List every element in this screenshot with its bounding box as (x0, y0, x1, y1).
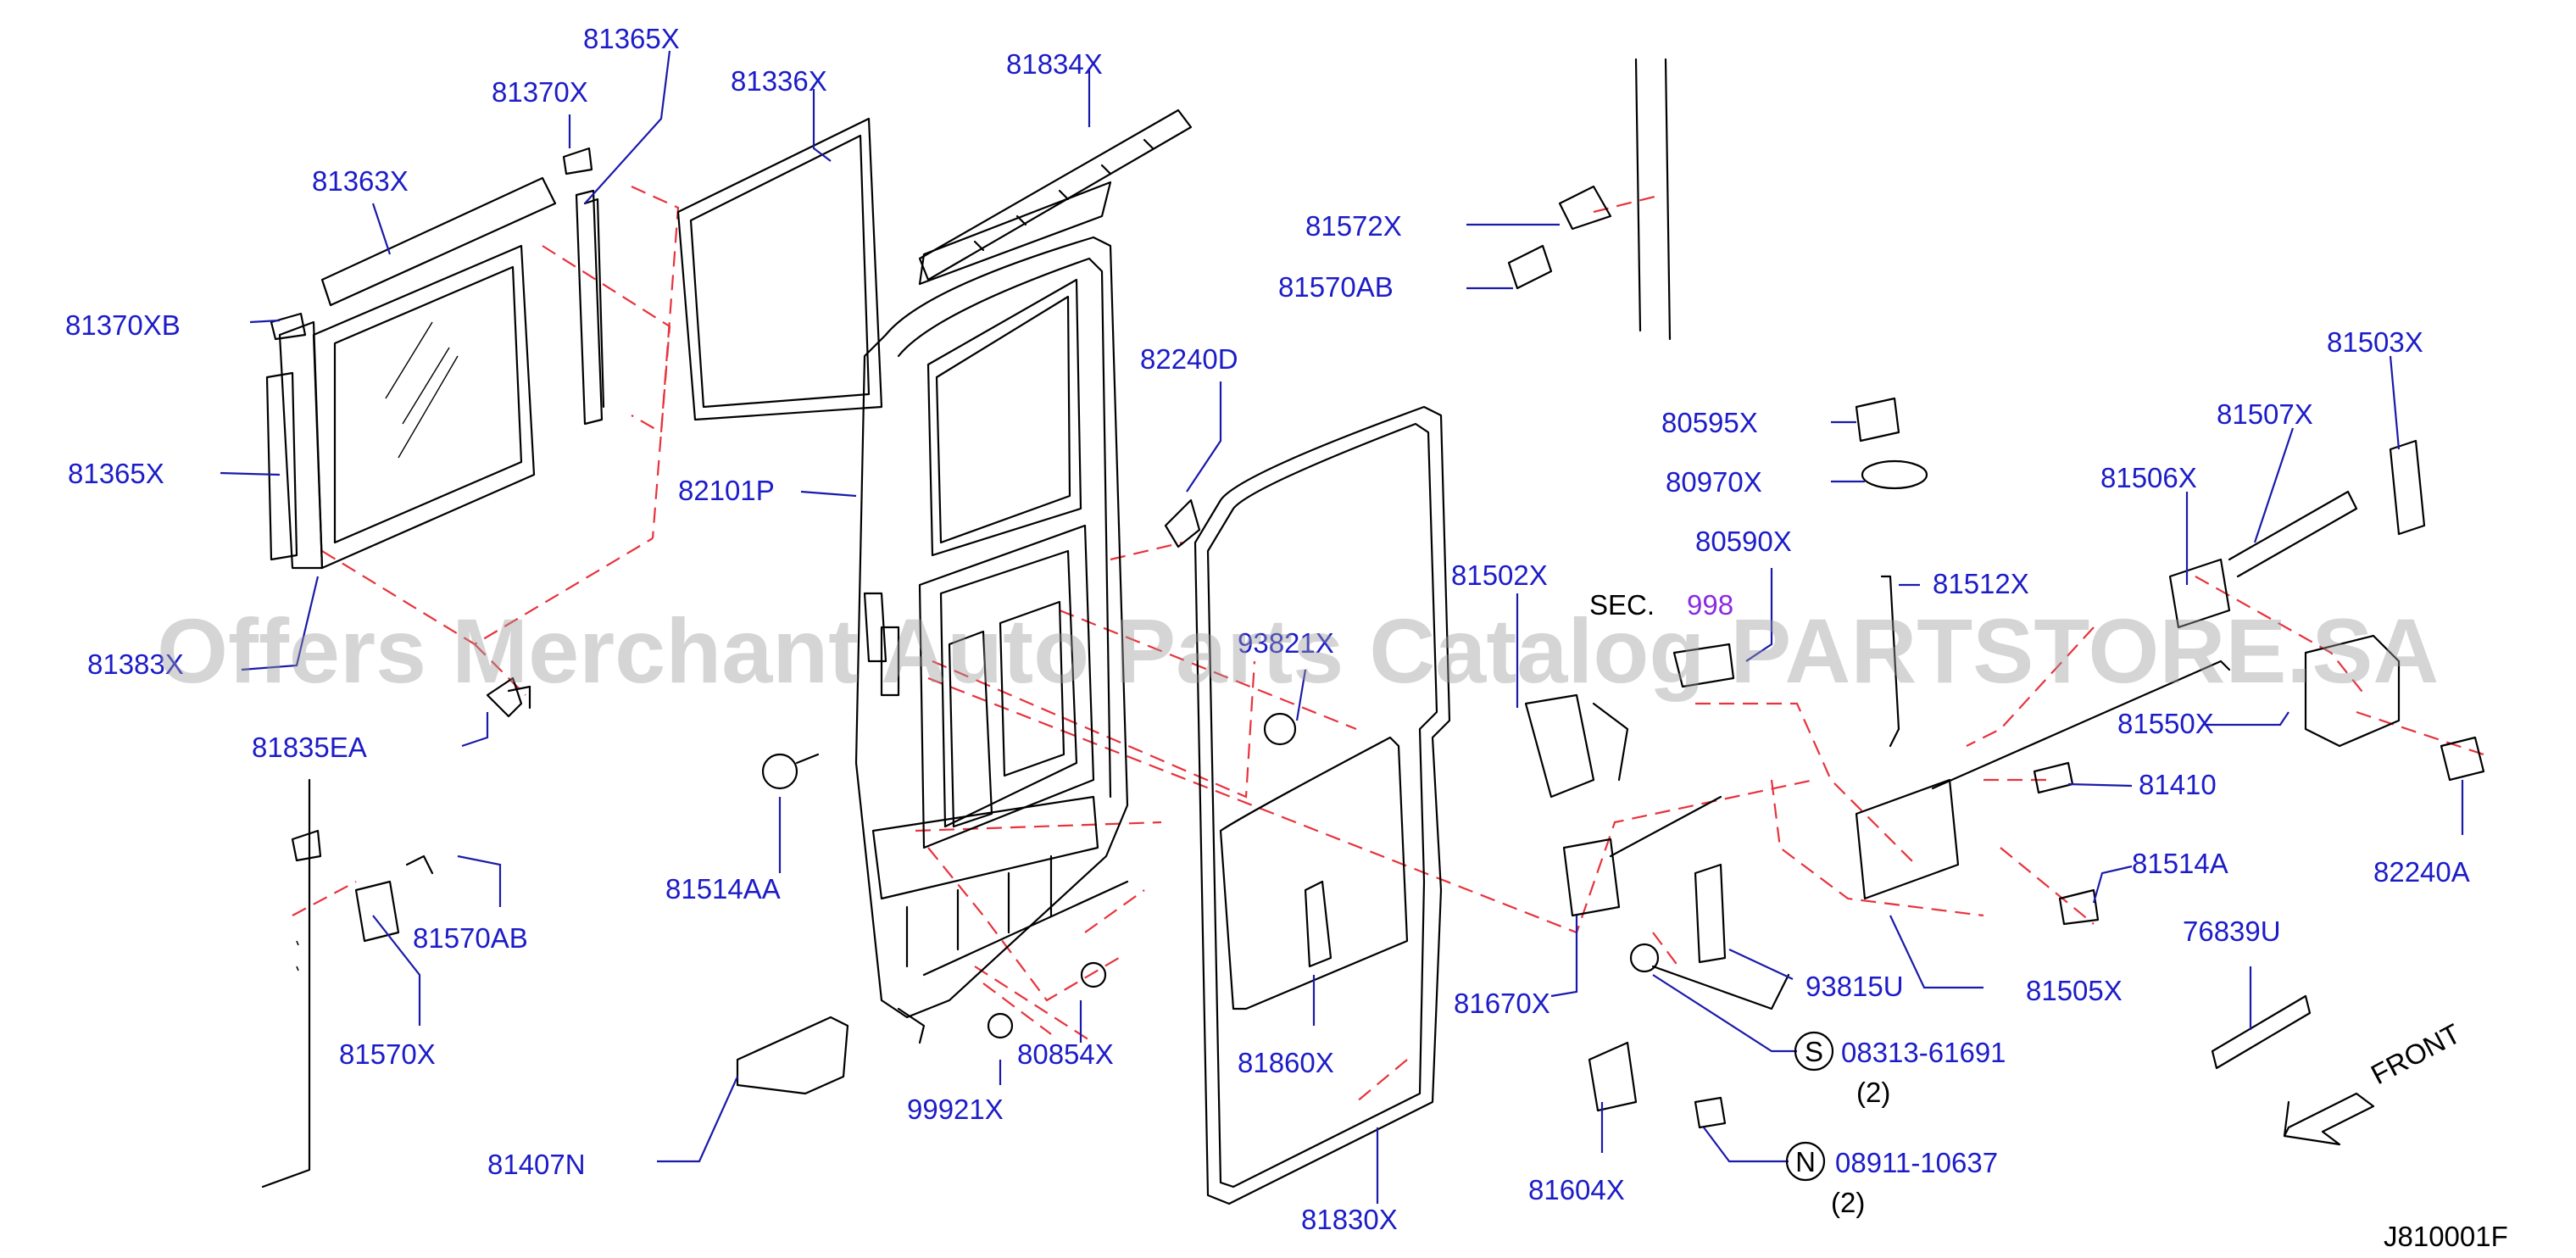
label-81370XB[interactable]: 81370XB (65, 309, 181, 341)
leader-lines (220, 50, 2464, 1204)
left-pillar (261, 778, 311, 1188)
label-81834X[interactable]: 81834X (1006, 48, 1103, 80)
hinge-striker-group (2168, 439, 2485, 1070)
front-label: FRONT (2366, 1017, 2466, 1090)
section-number-link[interactable]: 998 (1687, 589, 1733, 621)
label-81570AB-right[interactable]: 81570AB (1278, 271, 1394, 303)
label-81383X[interactable]: 81383X (87, 648, 184, 680)
label-82101P[interactable]: 82101P (678, 475, 775, 506)
part-81835EA-shape (486, 676, 531, 718)
label-81670X[interactable]: 81670X (1454, 988, 1550, 1019)
label-81835EA[interactable]: 81835EA (252, 732, 367, 763)
right-pillar (1507, 58, 1672, 341)
label-81514A[interactable]: 81514A (2132, 848, 2228, 879)
watermark: Offers Merchant Auto Parts Catalog PARTS… (157, 599, 2439, 702)
fastener-n-circle (1785, 1141, 1826, 1182)
label-81572X[interactable]: 81572X (1305, 210, 1402, 242)
label-93815U[interactable]: 93815U (1805, 971, 1904, 1002)
label-81365X-top[interactable]: 81365X (583, 23, 680, 54)
label-81514AA[interactable]: 81514AA (665, 873, 781, 905)
small-fasteners (291, 498, 1201, 1095)
label-81505X[interactable]: 81505X (2026, 975, 2123, 1006)
label-08911-10637[interactable]: 08911-10637 (1835, 1147, 1998, 1178)
weatherstrip (1193, 405, 1451, 1205)
label-81570AB-left[interactable]: 81570AB (413, 922, 528, 954)
lock-mechanism (1524, 397, 2231, 1129)
label-81830X[interactable]: 81830X (1301, 1204, 1398, 1235)
label-80595X[interactable]: 80595X (1661, 407, 1758, 438)
label-81370X[interactable]: 81370X (492, 76, 588, 108)
section-prefix: SEC. (1589, 589, 1655, 621)
part-labels: 81365X 81370X 81336X 81834X 81363X 81370… (65, 23, 2508, 1252)
label-81512X[interactable]: 81512X (1933, 568, 2029, 599)
qty-08313-61691: (2) (1856, 1077, 1890, 1108)
upper-rail (918, 109, 1193, 281)
label-81336X[interactable]: 81336X (731, 65, 827, 97)
qty-08911-10637: (2) (1831, 1187, 1865, 1218)
trim-board (1219, 712, 1409, 1010)
diagram-id: J810001F (2384, 1221, 2508, 1252)
label-81503X[interactable]: 81503X (2327, 326, 2423, 358)
door-inner-panel (854, 181, 1129, 1044)
label-76839U[interactable]: 76839U (2183, 916, 2281, 947)
label-81570X[interactable]: 81570X (339, 1038, 436, 1070)
label-81550X[interactable]: 81550X (2117, 708, 2214, 739)
label-80970X[interactable]: 80970X (1666, 466, 1762, 498)
label-81604X[interactable]: 81604X (1528, 1174, 1625, 1205)
label-81407N[interactable]: 81407N (487, 1149, 586, 1180)
label-08313-61691[interactable]: 08313-61691 (1841, 1037, 2006, 1068)
fastener-codes: S N (1785, 1031, 1834, 1182)
label-81506X[interactable]: 81506X (2100, 462, 2197, 493)
fastener-s-circle (1794, 1031, 1834, 1072)
front-arrow (2283, 1092, 2375, 1146)
label-80590X[interactable]: 80590X (1695, 526, 1792, 557)
fastener-n-code: N (1795, 1146, 1816, 1177)
label-99921X[interactable]: 99921X (907, 1094, 1004, 1125)
label-81507X[interactable]: 81507X (2217, 398, 2313, 430)
label-81860X[interactable]: 81860X (1238, 1047, 1334, 1078)
label-93821X[interactable]: 93821X (1238, 627, 1334, 659)
window-glass-assembly (265, 117, 883, 570)
label-82240A[interactable]: 82240A (2373, 856, 2470, 888)
label-81363X[interactable]: 81363X (312, 165, 409, 197)
fastener-s-code: S (1805, 1036, 1823, 1067)
label-81410[interactable]: 81410 (2139, 769, 2217, 800)
label-81365X-left[interactable]: 81365X (68, 458, 164, 489)
label-81502X[interactable]: 81502X (1451, 559, 1548, 591)
label-82240D[interactable]: 82240D (1140, 343, 1238, 375)
label-80854X[interactable]: 80854X (1017, 1038, 1114, 1070)
